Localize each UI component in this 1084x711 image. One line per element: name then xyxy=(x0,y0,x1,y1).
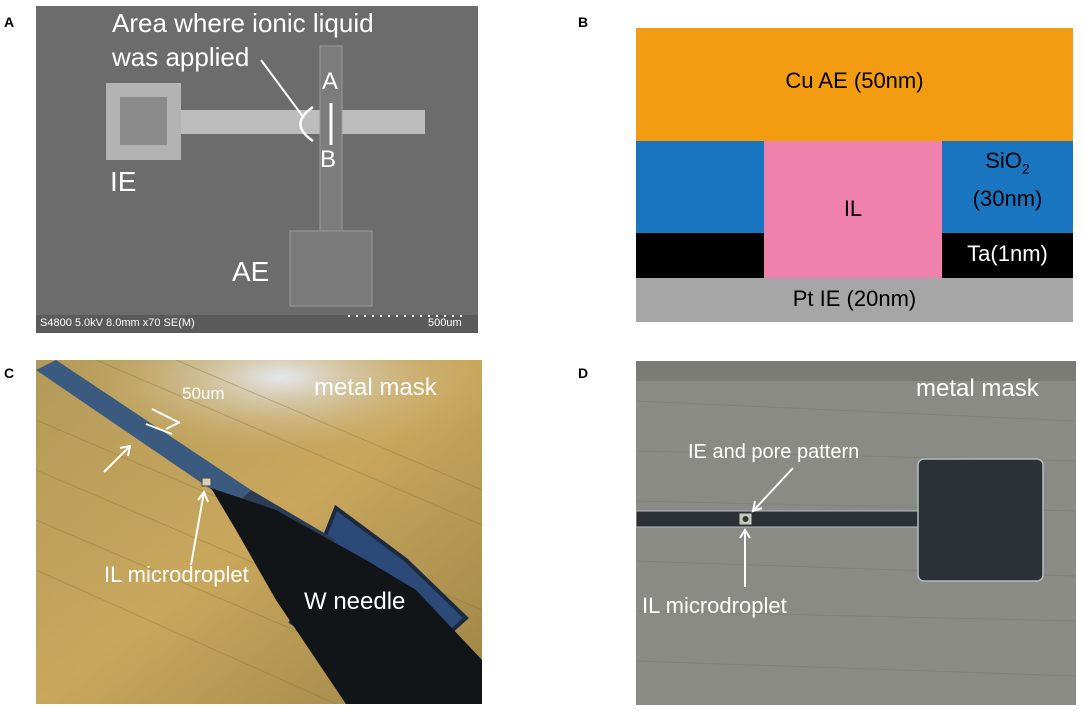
sio2-layer-left xyxy=(636,141,764,233)
sio2-subscript: 2 xyxy=(1021,160,1030,177)
il-label: IL xyxy=(843,196,863,221)
pt-layer-label: Pt IE (20nm) xyxy=(792,286,917,311)
scale-bar-label: 500um xyxy=(428,317,462,329)
sio2-thickness-label: (30nm) xyxy=(972,186,1043,211)
metal-mask-label: metal mask xyxy=(314,374,437,401)
il-microdroplet-label: IL microdroplet xyxy=(642,593,787,618)
il-region xyxy=(764,141,942,278)
panel-letter-c: C xyxy=(4,365,15,381)
annotation-line-2: was applied xyxy=(112,42,250,72)
panel-letter-a: A xyxy=(4,14,15,30)
sio2-layer-right xyxy=(942,141,1073,233)
ta-layer-label: Ta(1nm) xyxy=(967,241,1048,266)
cu-layer xyxy=(636,28,1073,141)
ae-label: AE xyxy=(232,256,270,287)
device-scene-drawing xyxy=(636,361,1076,705)
il-microdroplet-label: IL microdroplet xyxy=(104,562,249,587)
ta-layer-left xyxy=(636,233,764,278)
panel-letter-b: B xyxy=(578,14,589,30)
annotation-line-1: Area where ionic liquid xyxy=(112,8,374,38)
ie-label: IE xyxy=(110,166,137,197)
pt-layer xyxy=(636,278,1073,322)
cross-section-mark-a: A xyxy=(322,68,339,95)
metal-mask-label: metal mask xyxy=(916,375,1039,402)
sio2-label: SiO2 xyxy=(942,148,1073,176)
ta-layer-right xyxy=(942,233,1073,278)
sem-info-text: S4800 5.0kV 8.0mm x70 SE(M) xyxy=(40,317,195,329)
panel-b-layer-diagram: Cu AE (50nm) IL SiO2 (30nm) Ta(1nm) Pt I… xyxy=(636,28,1073,322)
w-needle-label: W needle xyxy=(304,588,406,615)
needle-scene-drawing xyxy=(36,360,482,704)
cross-section-mark-b: B xyxy=(320,146,337,173)
sio2-formula: SiO xyxy=(985,148,1022,173)
panel-a-sem-image: Area where ionic liquid was applied A B … xyxy=(36,6,478,333)
width-label: 50um xyxy=(182,384,225,403)
panel-letter-d: D xyxy=(578,365,589,381)
cu-layer-label: Cu AE (50nm) xyxy=(785,68,924,93)
panel-d-device-micrograph: metal mask IE and pore pattern IL microd… xyxy=(636,361,1076,705)
sem-device-drawing xyxy=(36,6,478,333)
panel-c-needle-micrograph: metal mask 50um IL microdroplet W needle xyxy=(36,360,482,704)
ie-pore-pattern-label: IE and pore pattern xyxy=(688,441,860,463)
